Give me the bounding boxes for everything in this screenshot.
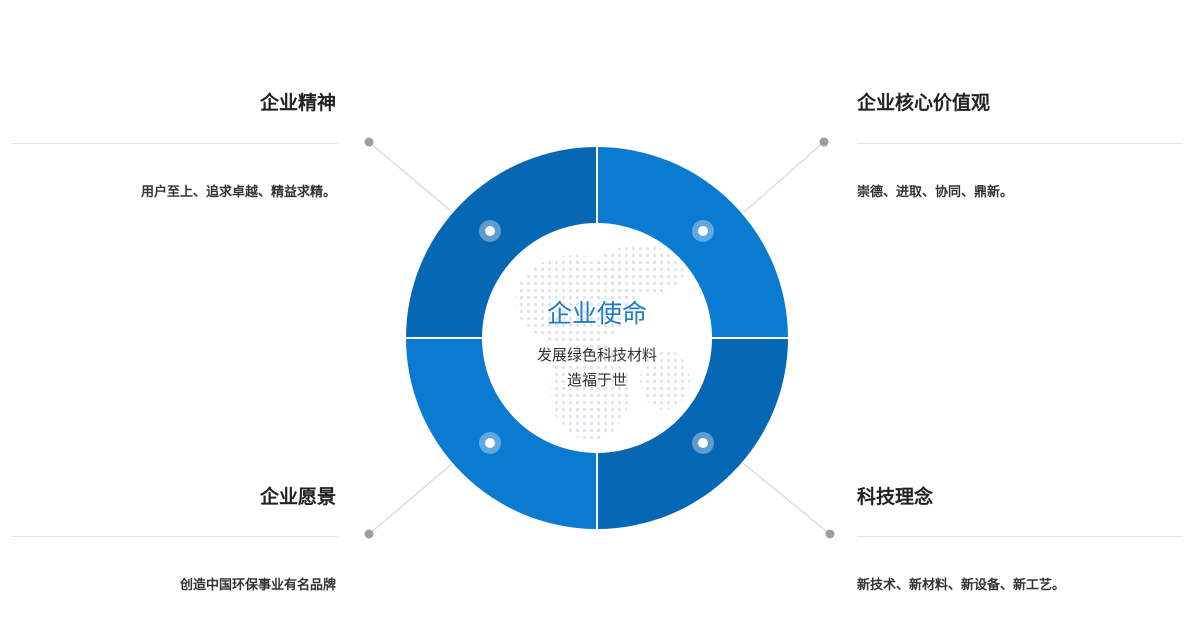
heading-core-values: 企业核心价值观: [857, 92, 991, 114]
marker-top-right: [692, 220, 714, 242]
connector-bottom-left: [368, 463, 453, 535]
marker-bottom-left: [479, 432, 501, 454]
heading-enterprise-spirit: 企业精神: [259, 92, 336, 114]
marker-bottom-right: [692, 432, 714, 454]
divider-bottom-left: [12, 536, 338, 537]
heading-tech-philosophy: 科技理念: [857, 486, 934, 508]
connector-top-right: [743, 141, 825, 213]
text-tech-philosophy: 新技术、新材料、新设备、新工艺。: [857, 578, 1066, 593]
divider-top-right: [857, 143, 1182, 144]
text-enterprise-spirit: 用户至上、追求卓越、精益求精。: [140, 185, 336, 200]
text-core-values: 崇德、进取、协同、鼎新。: [857, 185, 1014, 200]
connector-dot-bottom-right: [825, 529, 835, 539]
divider-top-left: [12, 143, 338, 144]
connector-top-left: [368, 141, 453, 213]
mission-line-2: 造福于世: [566, 371, 627, 389]
connector-bottom-right: [743, 463, 831, 535]
mission-title: 企业使命: [546, 299, 647, 328]
globe-pattern-icon: [515, 245, 690, 440]
heading-enterprise-vision: 企业愿景: [259, 486, 336, 508]
text-enterprise-vision: 创造中国环保事业有名品牌: [179, 578, 336, 593]
connector-dot-top-right: [819, 137, 829, 147]
connector-dot-bottom-left: [364, 529, 374, 539]
marker-top-left: [479, 220, 501, 242]
connector-dot-top-left: [364, 137, 374, 147]
divider-bottom-right: [857, 536, 1182, 537]
mission-line-1: 发展绿色科技材料: [536, 346, 657, 364]
